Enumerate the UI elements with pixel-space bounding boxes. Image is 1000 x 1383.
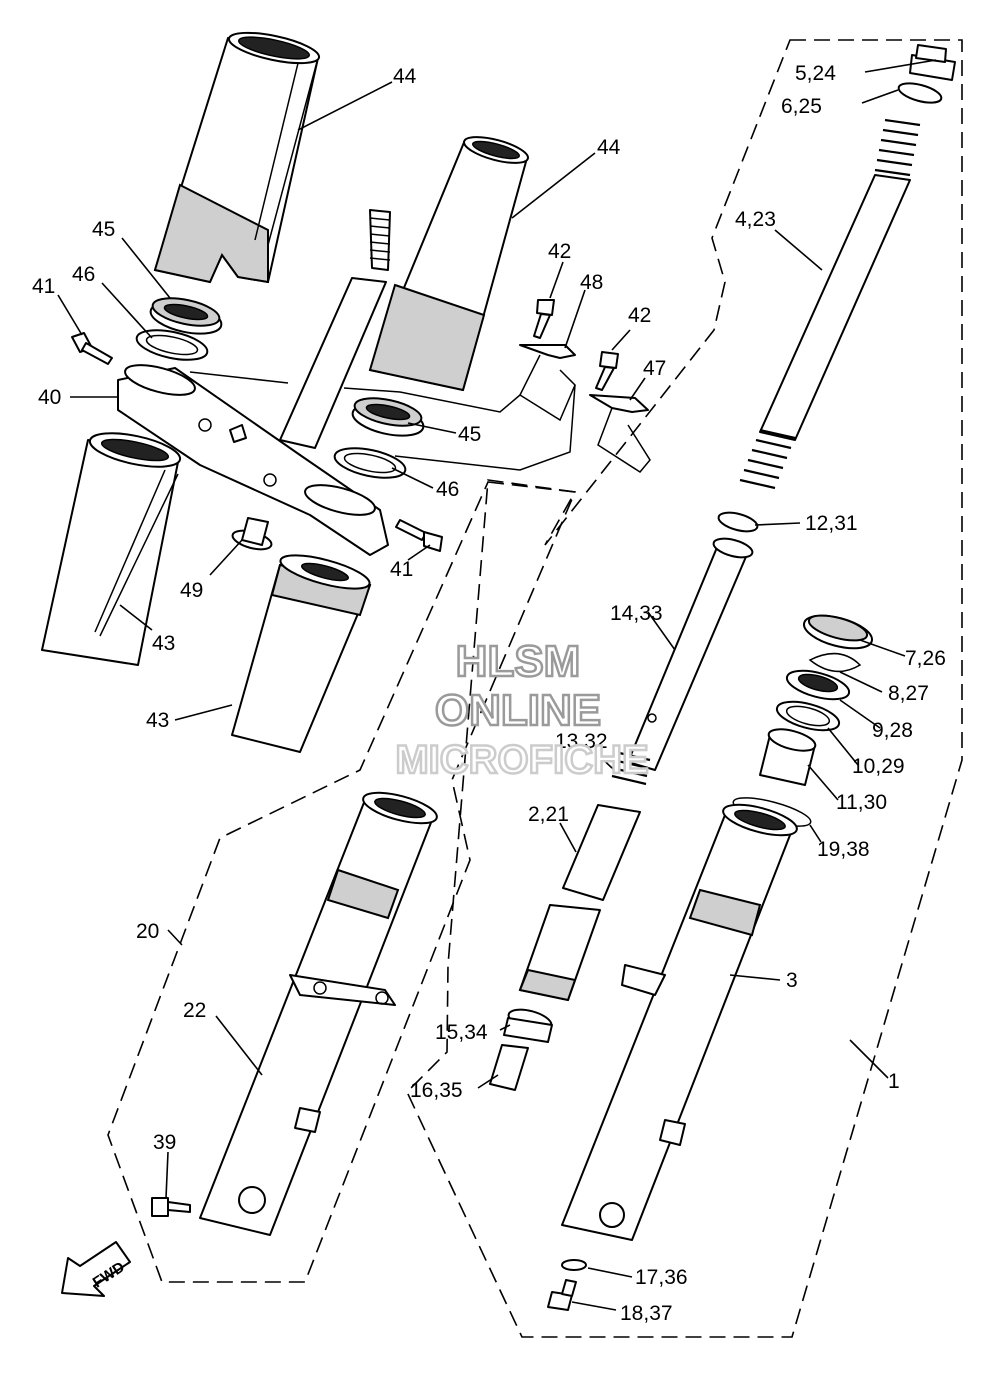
part-46-lower-right xyxy=(333,447,407,479)
fwd-arrow: FWD xyxy=(61,1241,131,1297)
part-12-31-washer xyxy=(717,511,759,533)
part-10-29-washer xyxy=(775,700,841,732)
callout-41-right: 41 xyxy=(390,558,413,581)
callout-9-28: 9,28 xyxy=(872,719,913,742)
part-17-36-washer xyxy=(561,1259,587,1271)
callout-15-34: 15,34 xyxy=(435,1021,488,1044)
part-46-upper-left xyxy=(135,329,209,361)
callout-12-31: 12,31 xyxy=(805,512,858,535)
part-3-outer-tube xyxy=(561,803,798,1241)
part-18-37-drain-bolt xyxy=(547,1279,577,1311)
part-14-33-damper-cylinder xyxy=(627,537,754,771)
callout-44-middle: 44 xyxy=(597,136,621,159)
callout-19-38: 19,38 xyxy=(817,838,870,861)
part-4-23-spring-lower xyxy=(739,428,796,490)
callout-14-33: 14,33 xyxy=(610,602,663,625)
callout-42-right: 42 xyxy=(628,304,651,327)
callout-18-37: 18,37 xyxy=(620,1302,673,1325)
callout-labels: 44 44 45 45 46 46 41 41 40 43 43 49 42 4… xyxy=(32,62,946,1325)
watermark-line-3: MICROFICHE xyxy=(395,738,648,782)
callout-16-35: 16,35 xyxy=(410,1079,463,1102)
part-8-27-clip xyxy=(808,652,862,673)
part-45-lower-right xyxy=(351,397,425,437)
callout-2-21: 2,21 xyxy=(528,803,569,826)
leader-lines xyxy=(57,59,937,1311)
part-5-24-cap-bolt xyxy=(909,44,956,81)
callout-3: 3 xyxy=(786,969,798,992)
callout-46-left: 46 xyxy=(72,263,95,286)
part-22-outer-tube xyxy=(199,791,438,1236)
part-47-clip xyxy=(589,394,651,473)
assembly-1-outline xyxy=(406,39,963,1338)
callout-6-25: 6,25 xyxy=(781,95,822,118)
part-42-bolt-left xyxy=(533,299,555,339)
part-48-clip xyxy=(519,344,576,422)
callout-7-26: 7,26 xyxy=(905,647,946,670)
callout-22: 22 xyxy=(183,999,206,1022)
callout-44-upper: 44 xyxy=(393,65,417,88)
part-42-bolt-right xyxy=(595,351,619,391)
part-41-bolt-left xyxy=(71,332,113,365)
callout-45-right: 45 xyxy=(458,423,481,446)
part-16-35-collar xyxy=(489,1044,529,1091)
part-4-23-damper-rod xyxy=(759,174,911,441)
part-45-upper-left xyxy=(149,297,223,335)
part-7-26-dust-seal xyxy=(802,614,874,650)
part-43-cover-right xyxy=(231,554,372,753)
watermark: HLSM ONLINE MICROFICHE xyxy=(394,636,650,784)
callout-43-left: 43 xyxy=(152,632,175,655)
part-9-28-oil-seal xyxy=(785,669,851,701)
callout-45-left: 45 xyxy=(92,218,115,241)
callout-48: 48 xyxy=(580,271,603,294)
part-44-cover-right xyxy=(368,136,529,392)
callout-49: 49 xyxy=(180,579,203,602)
callout-4-23: 4,23 xyxy=(735,208,776,231)
callout-46-right: 46 xyxy=(436,478,459,501)
callout-20: 20 xyxy=(136,920,159,943)
callout-17-36: 17,36 xyxy=(635,1266,688,1289)
callout-41-left: 41 xyxy=(32,275,55,298)
callout-47: 47 xyxy=(643,357,666,380)
assembly-20-outline xyxy=(107,481,577,1283)
callout-42-left: 42 xyxy=(548,240,571,263)
callout-11-30: 11,30 xyxy=(836,791,887,814)
part-4-23-spring-upper xyxy=(874,118,921,177)
callout-5-24: 5,24 xyxy=(795,62,836,85)
part-41-bolt-right xyxy=(395,519,443,552)
callout-10-29: 10,29 xyxy=(852,755,905,778)
part-43-cover-left xyxy=(41,432,182,666)
part-39-bolt xyxy=(151,1197,191,1217)
callout-40: 40 xyxy=(38,386,61,409)
part-15-34-bushing xyxy=(503,1008,553,1043)
callout-1: 1 xyxy=(888,1070,900,1093)
steering-stem xyxy=(279,209,391,449)
part-40-bracket xyxy=(117,364,389,556)
part-49-grommet xyxy=(231,517,273,551)
part-11-30-bushing xyxy=(759,728,817,786)
part-6-25-oring xyxy=(897,82,943,104)
callout-43-right: 43 xyxy=(146,709,169,732)
callout-39: 39 xyxy=(153,1131,176,1154)
part-13-32-rebound-spring xyxy=(611,750,651,786)
callout-13-32: 13,32 xyxy=(555,730,608,753)
callout-8-27: 8,27 xyxy=(888,682,929,705)
alignment-lines xyxy=(189,371,576,471)
part-44-cover-left xyxy=(153,31,321,284)
watermark-line-1: HLSM xyxy=(456,637,581,686)
part-2-21-inner-tube xyxy=(518,804,641,1002)
watermark-line-2: ONLINE xyxy=(435,686,601,735)
